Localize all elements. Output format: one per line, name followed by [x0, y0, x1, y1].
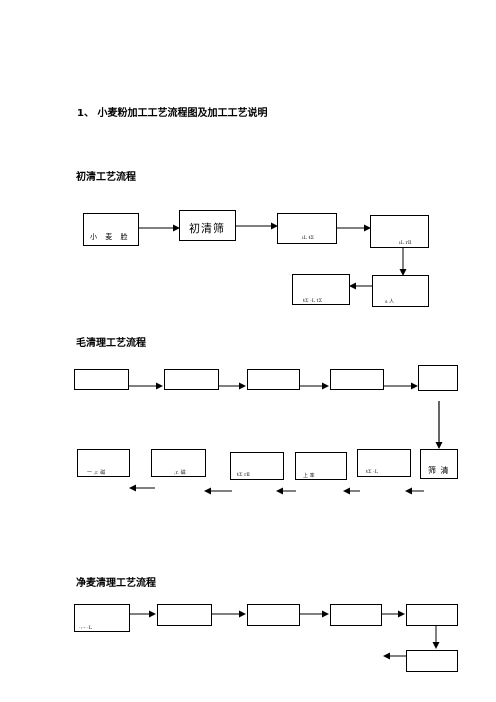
initial-box-wheat-intake-label: 小 麦 脸 — [90, 233, 131, 241]
section-heading-rough-cleaning: 毛清理工艺流程 — [76, 338, 146, 349]
rough-box-bottom-screen-label: 筛 清 — [428, 466, 450, 475]
clean-box-5 — [406, 604, 458, 626]
clean-box-1: ·:·- ·L — [74, 604, 130, 632]
rough-box-bottom-4: 上 率 — [295, 452, 347, 480]
initial-box-storage: s 人 — [372, 275, 429, 307]
rough-box-bottom-5-label: ŧΣ ·L — [366, 469, 379, 475]
initial-box-3: ıL ŧΣ — [277, 213, 337, 244]
clean-box-6 — [406, 650, 458, 672]
rough-box-bottom-3: ŧΣ rⅡ — [230, 452, 284, 480]
initial-box-4: ıL rⅡ — [370, 215, 429, 248]
initial-box-storage-label: s 人 — [385, 299, 395, 305]
rough-box-bottom-3-label: ŧΣ rⅡ — [237, 472, 250, 478]
initial-box-3-label: ıL ŧΣ — [302, 235, 315, 241]
clean-box-3 — [247, 604, 300, 626]
rough-box-bottom-2: ,r. 磁 — [151, 449, 206, 477]
initial-box-pre-cleaning-screen-label: 初清筛 — [189, 222, 225, 235]
initial-box-6-label: ŧΣ ·L tΣ — [303, 298, 323, 304]
rough-box-top-1 — [74, 369, 129, 390]
rough-box-top-5 — [418, 365, 458, 391]
clean-box-4 — [330, 604, 382, 626]
section-heading-initial-cleaning: 初清工艺流程 — [76, 172, 136, 183]
rough-box-top-3 — [247, 369, 300, 390]
rough-box-top-4 — [330, 369, 384, 390]
section-heading-clean-wheat: 净麦清理工艺流程 — [76, 578, 156, 589]
initial-box-pre-cleaning-screen: 初清筛 — [179, 210, 236, 241]
rough-box-bottom-4-label: 上 率 — [303, 473, 315, 479]
rough-box-bottom-2-label: ,r. 磁 — [174, 470, 186, 476]
rough-box-bottom-1-label: 一 ,r. 磁 — [87, 470, 106, 476]
initial-box-6: ŧΣ ·L tΣ — [292, 274, 350, 305]
initial-box-4-label: ıL rⅡ — [399, 240, 412, 246]
clean-box-1-label: ·:·- ·L — [79, 625, 93, 631]
document-title: 1、 小麦粉加工工艺流程图及加工工艺说明 — [77, 108, 268, 119]
rough-box-bottom-5: ŧΣ ·L — [357, 449, 411, 477]
rough-box-bottom-1: 一 ,r. 磁 — [77, 449, 130, 477]
rough-box-bottom-screen: 筛 清 — [420, 449, 458, 479]
initial-box-wheat-intake: 小 麦 脸 — [83, 213, 139, 246]
rough-box-top-2 — [164, 369, 219, 390]
clean-box-2 — [157, 604, 212, 626]
